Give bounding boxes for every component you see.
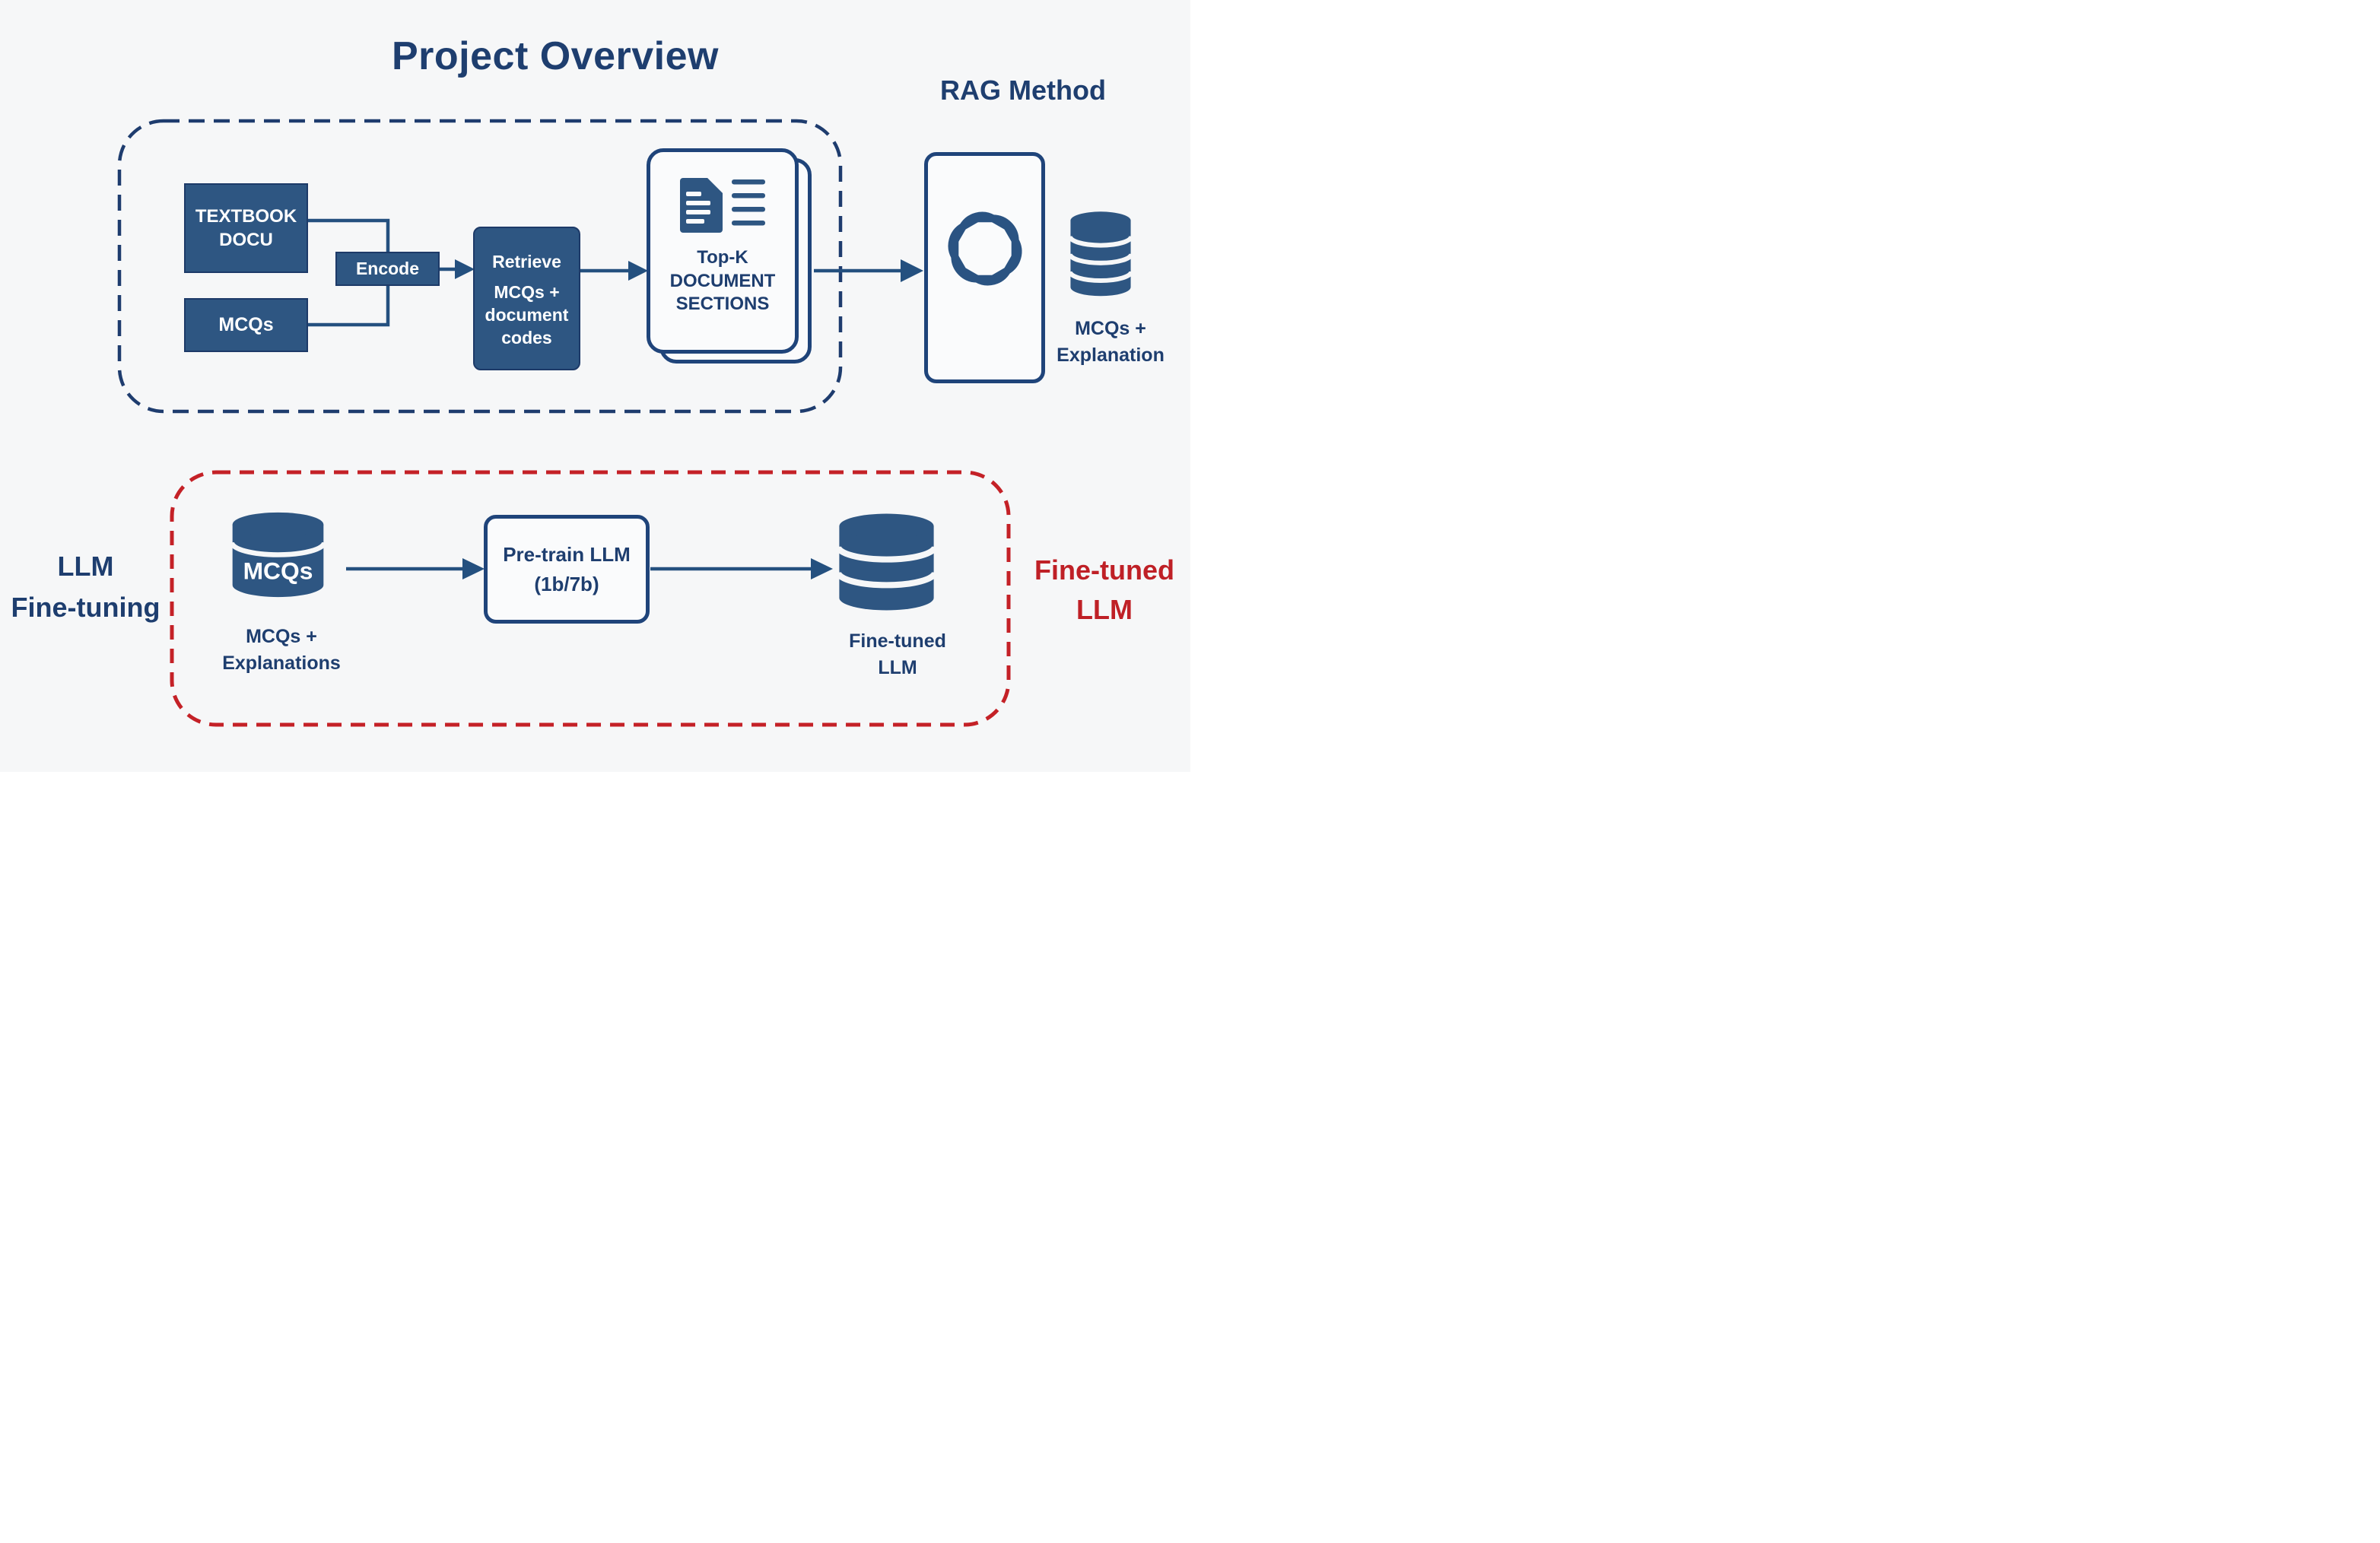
llm-finetuning-heading-line2: Fine-tuning <box>11 592 160 623</box>
database-icon: MCQs <box>229 512 327 598</box>
connector-mcqs-to-encode <box>308 284 390 327</box>
pretrain-line2: (1b/7b) <box>534 572 599 595</box>
retrieve-line1: Retrieve <box>492 252 561 272</box>
arrow-retrieve-to-topk <box>580 261 648 281</box>
arrow-pretrain-to-finetuned <box>650 558 833 579</box>
finetuned-output-database <box>835 513 938 615</box>
rag-output-caption: MCQs + Explanation <box>1031 316 1190 368</box>
rag-output-caption-line2: Explanation <box>1057 344 1165 366</box>
finetune-input-database: MCQs <box>228 511 328 613</box>
finetuned-output-caption: Fine-tuned LLM <box>806 628 989 681</box>
result-label-line2: LLM <box>1076 593 1133 625</box>
finetuned-output-caption-line1: Fine-tuned <box>849 630 946 652</box>
database-icon <box>1067 211 1134 297</box>
llm-finetuning-heading-line1: LLM <box>57 551 114 582</box>
textbook-docu-line2: DOCU <box>219 230 273 250</box>
llm-finetuning-heading: LLM Fine-tuning <box>4 546 167 628</box>
openai-logo-icon <box>948 211 1022 286</box>
topk-line2: DOCUMENT <box>669 270 776 291</box>
rag-method-heading: RAG Method <box>940 75 1106 106</box>
topk-caption: Top-K DOCUMENT SECTIONS <box>670 246 776 316</box>
connector-layer <box>117 119 1011 727</box>
project-overview-diagram: Project Overview RAG Method LLM Fine-tun… <box>0 0 1190 772</box>
topk-document-card: Top-K DOCUMENT SECTIONS <box>647 148 799 354</box>
retrieve-line3: document <box>485 305 569 325</box>
finetune-input-caption: MCQs + Explanations <box>190 624 373 676</box>
retrieve-line2: MCQs + <box>494 281 560 302</box>
arrow-encode-to-retrieve <box>440 259 475 279</box>
result-label-line1: Fine-tuned <box>1034 554 1174 586</box>
page-title: Project Overview <box>392 34 719 78</box>
rag-dashed-boundary <box>117 119 843 414</box>
topk-line3: SECTIONS <box>675 294 770 315</box>
finetune-input-caption-line2: Explanations <box>222 652 341 674</box>
encode-box-label: Encode <box>355 259 420 278</box>
pretrain-llm-box: Pre-train LLM (1b/7b) <box>484 515 650 624</box>
textbook-docu-box: TEXTBOOK DOCU <box>184 183 308 273</box>
rag-output-caption-line1: MCQs + <box>1075 318 1146 339</box>
encode-box: Encode <box>335 252 440 286</box>
pretrain-line1: Pre-train LLM <box>503 542 631 566</box>
finetune-input-caption-line1: MCQs + <box>246 626 317 647</box>
textbook-docu-line1: TEXTBOOK <box>195 205 297 227</box>
mcqs-box-label: MCQs <box>218 314 274 335</box>
topk-line1: Top-K <box>697 247 748 268</box>
finetuned-llm-result-label: Fine-tuned LLM <box>1013 551 1190 630</box>
retrieve-box: Retrieve MCQs + document codes <box>473 227 580 370</box>
retrieve-line4: codes <box>501 328 552 348</box>
arrow-mcqsdb-to-pretrain <box>346 558 485 579</box>
finetune-dashed-boundary <box>170 470 1011 727</box>
finetune-input-db-label: MCQs <box>243 557 313 585</box>
mcqs-box: MCQs <box>184 298 308 352</box>
database-icon <box>835 513 938 611</box>
connector-textbook-to-encode <box>308 218 390 253</box>
arrow-topk-to-openai <box>814 259 923 282</box>
finetuned-output-caption-line2: LLM <box>878 656 917 678</box>
rag-output-database <box>1067 211 1134 303</box>
openai-model-box <box>924 152 1045 383</box>
document-icon <box>680 178 765 233</box>
